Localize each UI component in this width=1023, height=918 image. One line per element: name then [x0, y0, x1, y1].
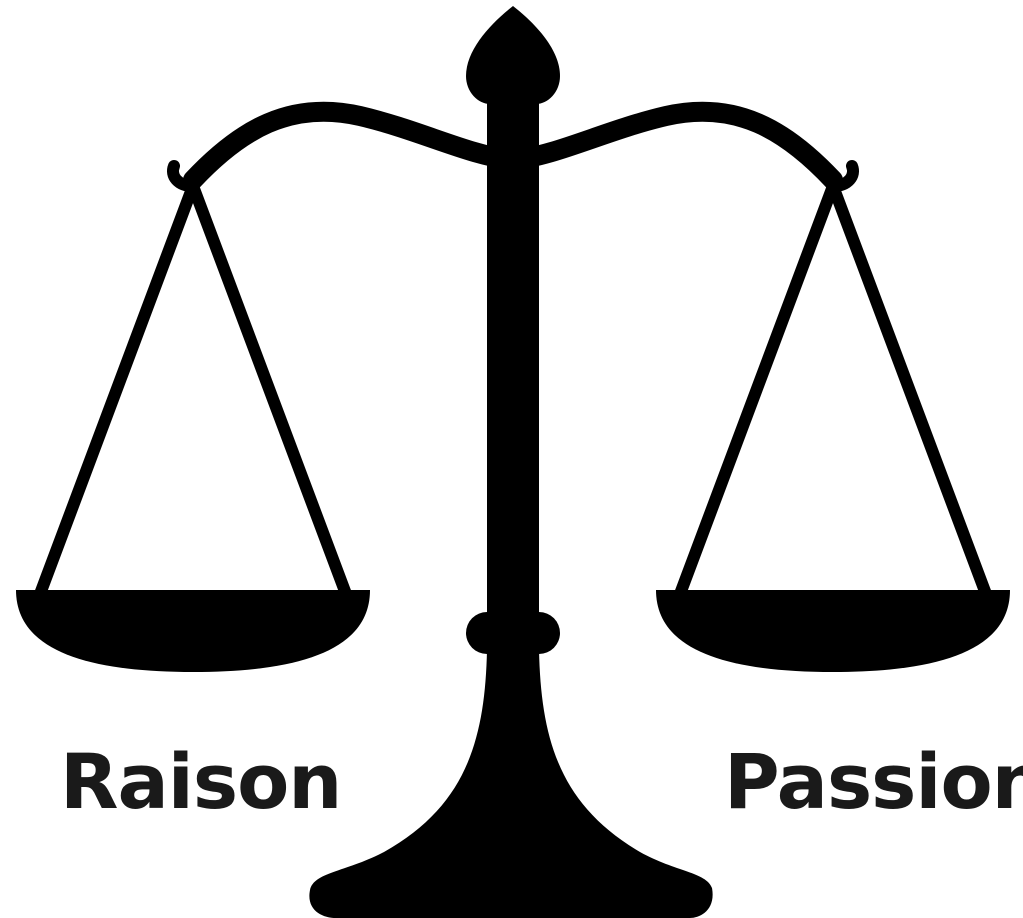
right-pan	[656, 590, 1010, 672]
scale-collar	[466, 612, 560, 654]
right-pan-label: Passion	[724, 744, 1023, 820]
left-pan-string-right	[193, 186, 346, 594]
left-pan-string-left	[40, 186, 193, 594]
right-pan-string-right	[833, 186, 986, 594]
left-pan-label: Raison	[60, 744, 341, 820]
right-pan-string-left	[680, 186, 833, 594]
scale-finial	[466, 6, 560, 104]
scale-column	[487, 96, 539, 636]
left-pan	[16, 590, 370, 672]
scale-base	[309, 650, 712, 918]
